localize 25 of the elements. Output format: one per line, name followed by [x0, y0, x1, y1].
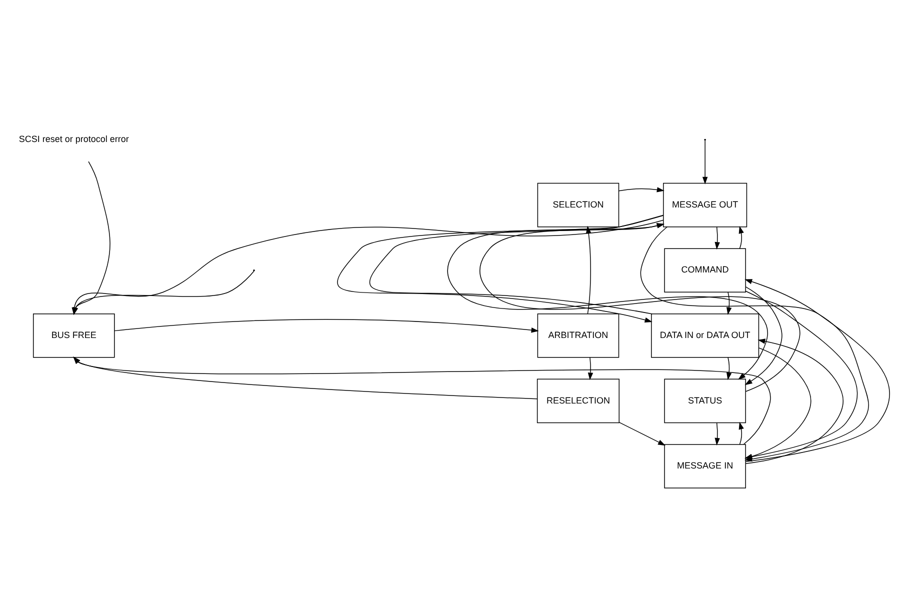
node-box: SELECTION [537, 182, 620, 227]
arrow [738, 225, 744, 248]
arrow [73, 356, 538, 399]
arrow [618, 186, 664, 192]
arrow [619, 422, 666, 446]
arrow [73, 356, 771, 444]
arrow [588, 356, 594, 380]
node-box: RESELECTION [536, 378, 620, 423]
arrow [447, 214, 768, 380]
node-box: COMMAND [664, 248, 746, 292]
arrow [702, 140, 708, 184]
node-box: BUS FREE [32, 313, 115, 358]
node-box: DATA IN or DATA OUT [651, 313, 760, 358]
arrow [726, 291, 732, 314]
arrow [714, 226, 720, 250]
node-box: MESSAGE OUT [663, 182, 748, 227]
arrow [726, 356, 732, 380]
node-text: SCSI reset or protocol error [18, 134, 129, 144]
node-box: MESSAGE IN [664, 444, 746, 488]
arrow [744, 286, 782, 385]
arrow [114, 318, 539, 332]
arrow [738, 421, 744, 444]
node-box: ARBITRATION [537, 313, 620, 358]
node-box: STATUS [664, 378, 746, 423]
arrow [714, 422, 720, 445]
